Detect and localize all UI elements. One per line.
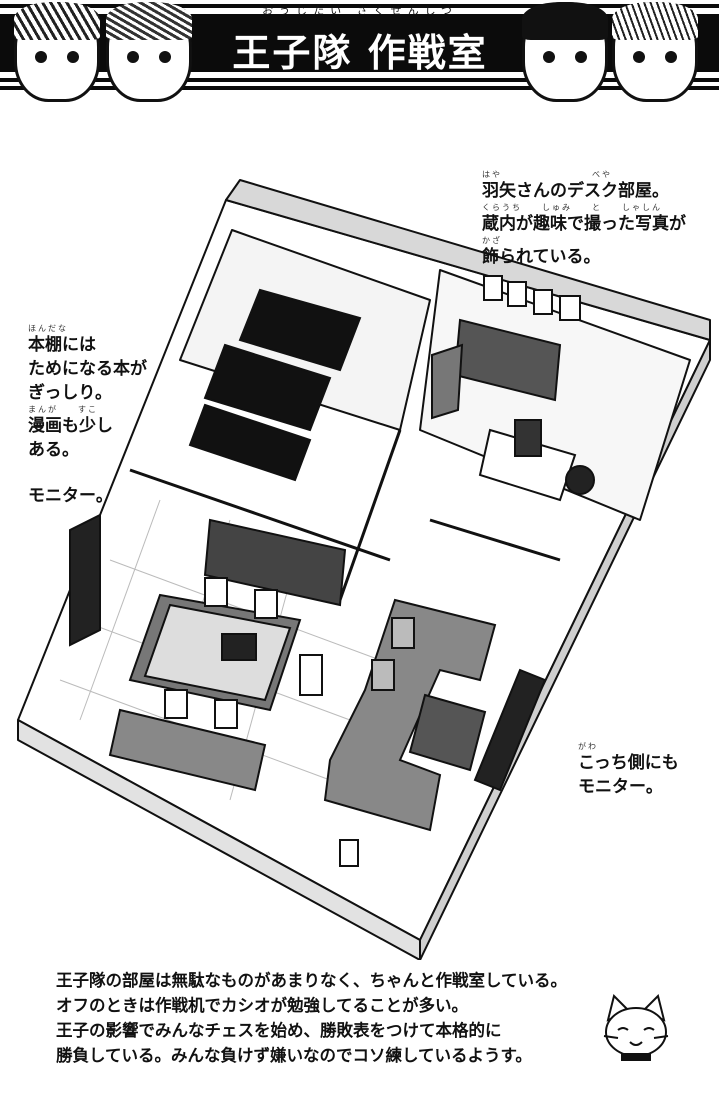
sofa-cushion-1 xyxy=(391,617,415,649)
divider-wall-2 xyxy=(338,429,402,601)
sofa xyxy=(323,598,497,832)
photo-frame-2 xyxy=(507,281,527,307)
character-face-4 xyxy=(612,2,698,102)
character-face-1 xyxy=(14,2,100,102)
door-panel xyxy=(339,839,359,867)
header-stripe-bottom xyxy=(0,78,719,82)
chair-5 xyxy=(299,654,323,696)
title-ruby: おうじたい さくせんしつ xyxy=(262,4,458,17)
main-room-furniture xyxy=(69,513,347,792)
desk-monitor xyxy=(514,419,542,457)
outer-base-front xyxy=(17,719,421,960)
chair-1 xyxy=(204,577,228,607)
divider-wall-1 xyxy=(129,468,391,562)
chess-board xyxy=(221,633,257,661)
page-title: 王子隊 作戦室 xyxy=(232,30,488,75)
header-stripe-top xyxy=(0,4,719,8)
chair-4 xyxy=(214,699,238,729)
desk-room-note: はや べや 羽矢さんのデスク部屋。 くらうち しゅみ と しゃしん 蔵内が趣味で… xyxy=(482,170,686,267)
left-monitor xyxy=(69,513,101,647)
coffee-table xyxy=(408,693,487,772)
floor-plan-illustration xyxy=(17,179,711,960)
cat-mascot-icon xyxy=(603,994,669,1061)
chair-3 xyxy=(164,689,188,719)
table-top xyxy=(143,603,292,702)
header-stripe-bottom-2 xyxy=(0,86,719,90)
header: おうじたい さくせんしつ 王子隊 作戦室 xyxy=(0,0,719,108)
bookshelf-note: ほんだな 本棚には ためになる本が ぎっしり。 まんが すこ 漫画も少し ある。 xyxy=(28,324,147,460)
desk-room-furniture xyxy=(431,275,595,502)
bottom-description: 王子隊の部屋は無駄なものがあまりなく、ちゃんと作戦室している。 オフのときは作戦… xyxy=(56,971,568,1065)
photo-frame-1 xyxy=(483,275,503,301)
right-monitor xyxy=(473,668,547,792)
chair-2 xyxy=(254,589,278,619)
desk-bookshelf-side xyxy=(431,343,464,420)
photo-frame-4 xyxy=(559,295,581,321)
dark-shelves xyxy=(188,288,362,482)
monitor-right-note: がわ こっち側にも モニター。 xyxy=(578,742,679,797)
monitor-left-note: モニター。 xyxy=(28,486,113,506)
desk xyxy=(478,428,577,502)
lounge-furniture xyxy=(323,598,547,867)
photo-frame-3 xyxy=(533,289,553,315)
divider-wall-3 xyxy=(429,518,561,562)
character-face-2 xyxy=(106,2,192,102)
low-bookshelf xyxy=(203,518,347,607)
office-chair xyxy=(565,465,595,495)
tv-bench xyxy=(108,708,267,792)
sofa-cushion-2 xyxy=(371,659,395,691)
character-face-3 xyxy=(522,2,608,102)
